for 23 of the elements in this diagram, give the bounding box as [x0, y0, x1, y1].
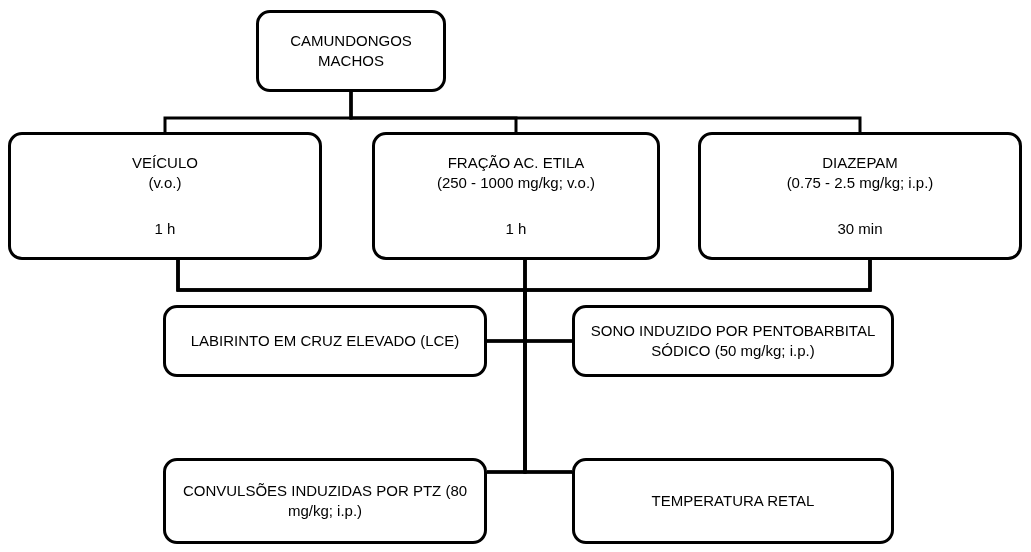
node-text: 1 h: [154, 219, 176, 239]
rounded-box: [372, 132, 660, 260]
node-title: VEÍCULO: [132, 153, 198, 173]
rounded-box: [572, 458, 894, 544]
rounded-box: [163, 458, 487, 544]
node-text: 30 min: [837, 219, 883, 239]
node-title: CAMUNDONGOS MACHOS: [289, 31, 413, 71]
node-title: SONO INDUZIDO POR PENTOBARBITAL SÓDICO (50 mg/kg; i.p.): [589, 321, 877, 361]
node-text: (0.75 - 2.5 mg/kg; i.p.): [786, 173, 934, 193]
rounded-box: [698, 132, 1022, 260]
rounded-box: [572, 305, 894, 377]
connector-line: [349, 92, 862, 132]
node-text: (v.o.): [148, 173, 182, 193]
node-text: 1 h: [505, 219, 527, 239]
rounded-box: [163, 305, 487, 377]
node-title: FRAÇÃO AC. ETILA: [447, 153, 585, 173]
node-text: (250 - 1000 mg/kg; v.o.): [436, 173, 596, 193]
node-title: LABIRINTO EM CRUZ ELEVADO (LCE): [190, 331, 460, 351]
node-title: CONVULSÕES INDUZIDAS POR PTZ (80 mg/kg; i.p.): [181, 481, 469, 521]
rounded-box: [256, 10, 446, 92]
node-title: TEMPERATURA RETAL: [651, 491, 815, 511]
node-title: DIAZEPAM: [822, 153, 898, 173]
rounded-box: [8, 132, 322, 260]
